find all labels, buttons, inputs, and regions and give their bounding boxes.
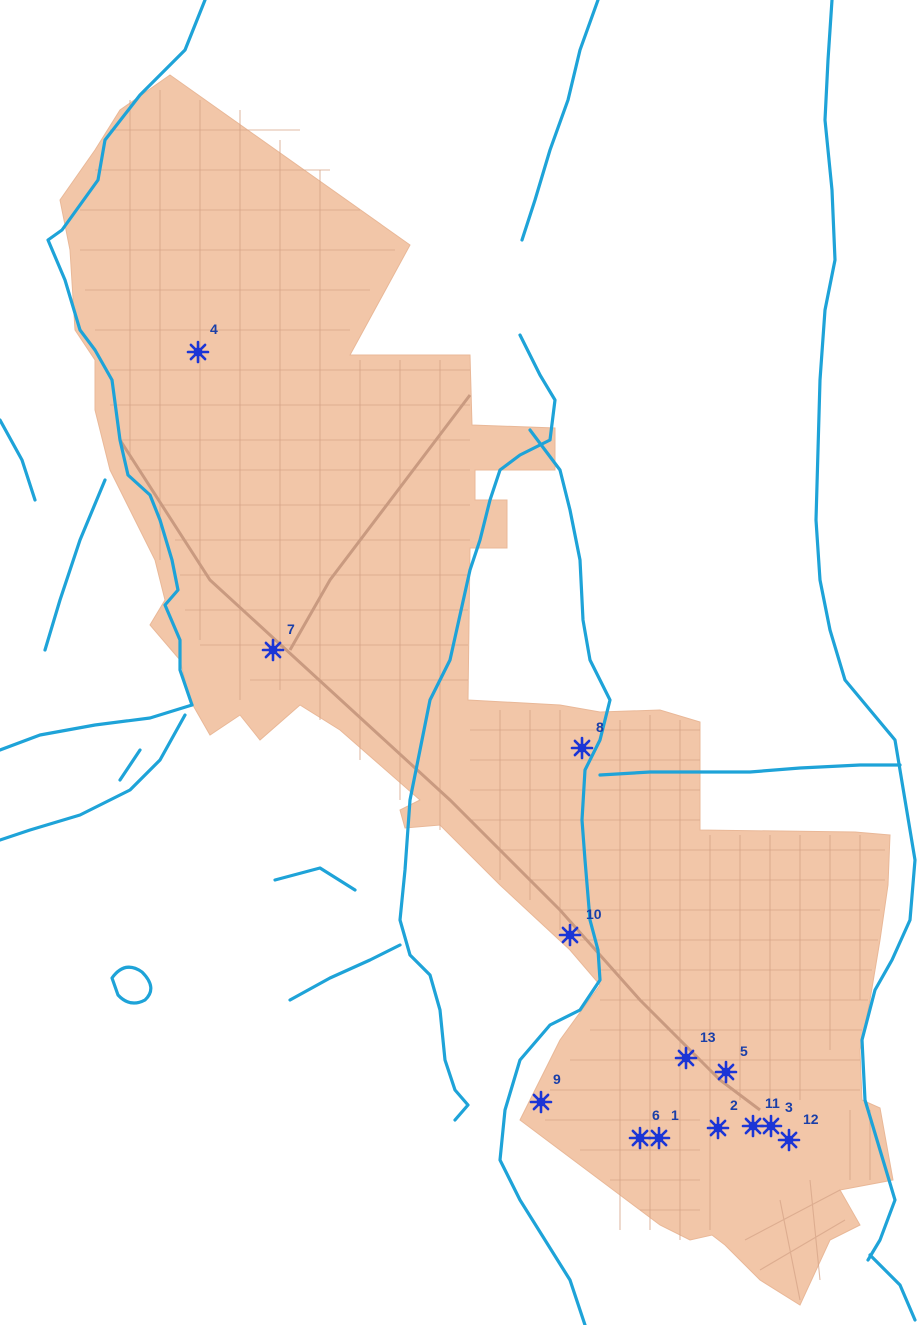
creek-southeast: [868, 1253, 917, 1322]
asterisk-marker-icon: [714, 1060, 738, 1084]
marker-label: 10: [586, 906, 602, 922]
site-marker-12[interactable]: 12: [777, 1111, 819, 1152]
asterisk-marker-icon: [674, 1046, 698, 1070]
asterisk-marker-icon: [570, 736, 594, 760]
creek-west-1: [46, 0, 207, 707]
site-marker-7[interactable]: 7: [261, 621, 295, 662]
asterisk-marker-icon: [529, 1090, 553, 1114]
marker-label: 12: [803, 1111, 819, 1127]
secondary-diagonal-road: [288, 394, 472, 651]
creek-south-mid-1: [273, 866, 357, 892]
marker-label: 11: [765, 1095, 780, 1111]
asterisk-marker-icon: [647, 1126, 671, 1150]
creek-northeast-1: [520, 0, 600, 242]
street-network: [80, 90, 885, 1301]
marker-label: 8: [596, 719, 604, 735]
asterisk-marker-icon: [706, 1116, 730, 1140]
city-boundary: [59, 74, 894, 1306]
asterisk-marker-icon: [741, 1114, 765, 1138]
site-marker-9[interactable]: 9: [529, 1071, 561, 1114]
marker-label: 2: [730, 1097, 738, 1113]
asterisk-marker-icon: [261, 638, 285, 662]
creek-east-branch: [598, 763, 902, 777]
marker-label: 3: [785, 1099, 793, 1115]
marker-label: 1: [671, 1107, 679, 1123]
marker-label: 7: [287, 621, 295, 637]
site-marker-10[interactable]: 10: [558, 906, 602, 947]
site-marker-8[interactable]: 8: [570, 719, 604, 760]
site-marker-5[interactable]: 5: [714, 1043, 748, 1084]
site-marker-1[interactable]: 1: [647, 1107, 679, 1150]
creek-central-1: [398, 333, 557, 1122]
site-marker-2[interactable]: 2: [706, 1097, 738, 1140]
creek-west-3: [43, 478, 107, 652]
marker-label: 5: [740, 1043, 748, 1059]
railroad-line: [118, 439, 761, 1112]
creek-central-2: [498, 428, 612, 1325]
site-marker-4[interactable]: 4: [186, 321, 218, 364]
site-marker-6[interactable]: 6: [628, 1107, 660, 1150]
asterisk-marker-icon: [558, 923, 582, 947]
asterisk-marker-icon: [186, 340, 210, 364]
site-marker-13[interactable]: 13: [674, 1029, 716, 1070]
creek-west-6: [118, 748, 142, 782]
marker-label: 9: [553, 1071, 561, 1087]
marker-label: 4: [210, 321, 218, 337]
asterisk-marker-icon: [759, 1114, 783, 1138]
marker-label: 13: [700, 1029, 716, 1045]
asterisk-marker-icon: [628, 1126, 652, 1150]
site-marker-11[interactable]: 11: [741, 1095, 780, 1138]
pond: [110, 965, 153, 1005]
asterisk-marker-icon: [777, 1128, 801, 1152]
creek-east-1: [814, 0, 917, 1262]
marker-label: 6: [652, 1107, 660, 1123]
site-marker-3[interactable]: 3: [759, 1099, 793, 1138]
creek-west-2: [0, 418, 37, 502]
creek-south-mid-2: [288, 943, 402, 1002]
creek-west-4: [0, 703, 194, 752]
creek-west-5: [0, 713, 187, 842]
